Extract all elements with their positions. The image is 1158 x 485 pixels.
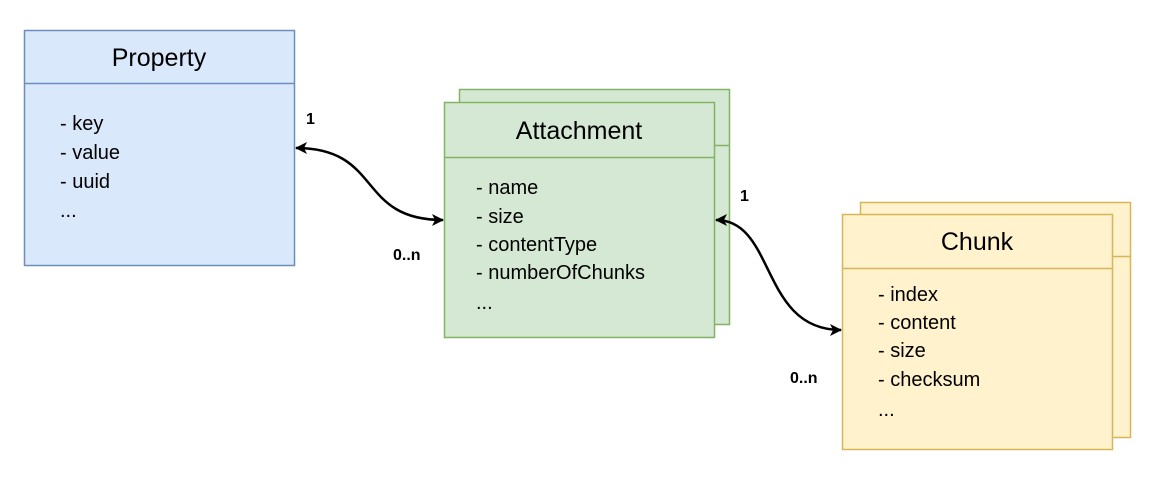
- property-box: [23, 29, 296, 267]
- chunk-title: Chunk: [941, 228, 1014, 256]
- property-title: Property: [112, 44, 207, 72]
- chunk-field: - checksum: [878, 369, 980, 391]
- chunk-box: [841, 213, 1114, 451]
- property-field: ...: [60, 200, 77, 222]
- property-entity[interactable]: Property - key - value - uuid ...: [23, 29, 296, 267]
- attachment-field: - size: [476, 206, 524, 228]
- multiplicity-label: 1: [306, 111, 315, 128]
- multiplicity-label: 0..n: [393, 247, 421, 264]
- property-field: - uuid: [60, 171, 110, 193]
- attachment-chunk-connector[interactable]: 1 0..n: [715, 188, 842, 387]
- attachment-entity[interactable]: Attachment - name - size - contentType -…: [443, 88, 731, 339]
- attachment-field: ...: [476, 292, 493, 314]
- multiplicity-label: 0..n: [790, 370, 818, 387]
- chunk-entity[interactable]: Chunk - index - content - size - checksu…: [841, 201, 1132, 451]
- multiplicity-label: 1: [740, 188, 749, 205]
- chunk-field: - size: [878, 340, 926, 362]
- chunk-field: - index: [878, 284, 938, 306]
- attachment-field: - numberOfChunks: [476, 262, 645, 284]
- association-line: [715, 214, 842, 336]
- chunk-field: ...: [878, 399, 895, 421]
- attachment-field: - contentType: [476, 234, 597, 256]
- chunk-field: - content: [878, 312, 956, 334]
- property-field: - key: [60, 113, 103, 135]
- attachment-title: Attachment: [516, 117, 643, 145]
- attachment-field: - name: [476, 177, 538, 199]
- attachment-box: [443, 101, 716, 339]
- association-line: [295, 142, 444, 226]
- property-attachment-connector[interactable]: 1 0..n: [295, 111, 444, 264]
- property-field: - value: [60, 142, 120, 164]
